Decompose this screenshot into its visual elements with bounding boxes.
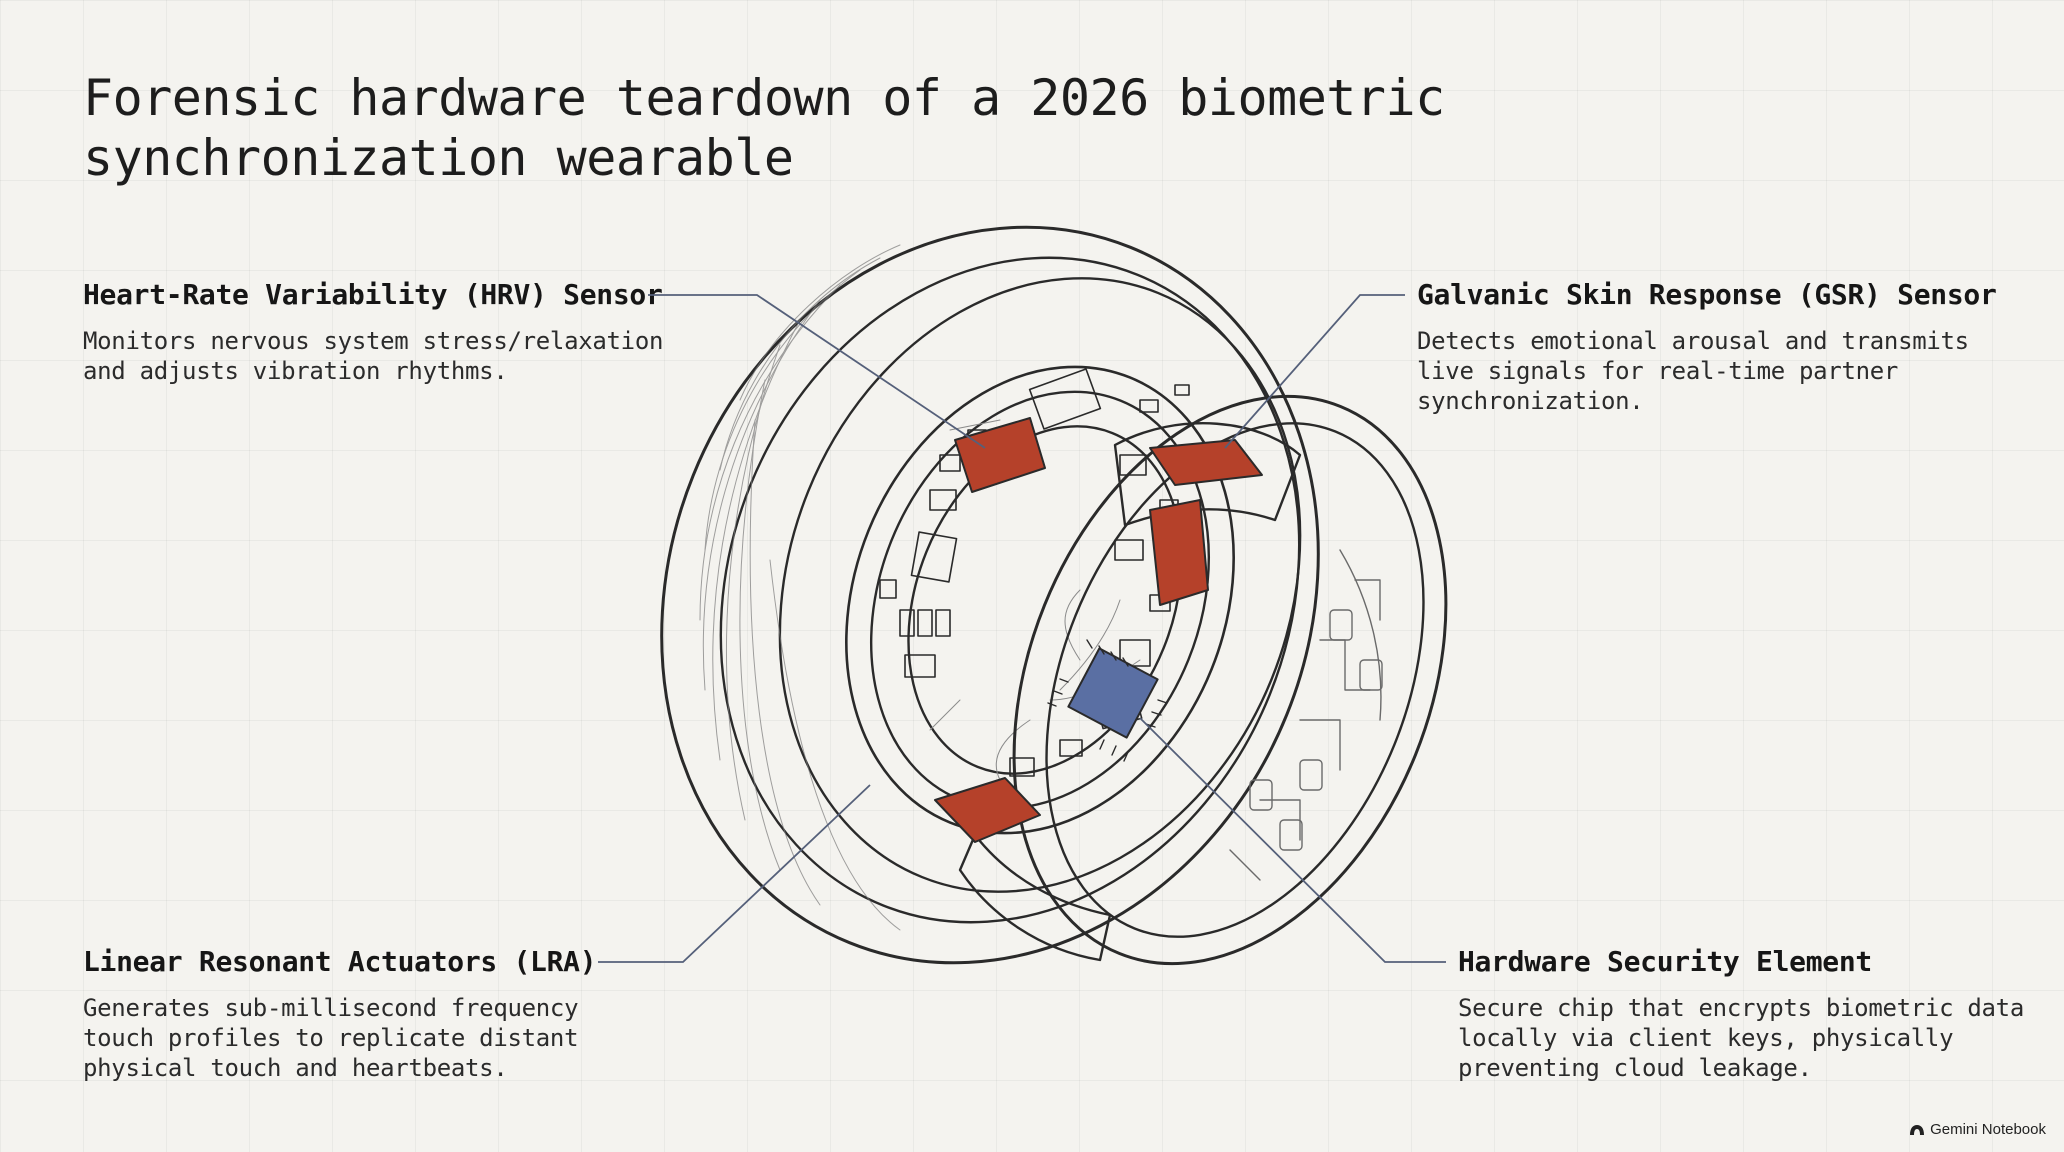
watermark-text: Gemini Notebook xyxy=(1930,1121,2046,1138)
callout-gsr-heading: Galvanic Skin Response (GSR) Sensor xyxy=(1417,278,1997,311)
gemini-notebook-icon xyxy=(1910,1124,1925,1135)
inner-pcb-ring xyxy=(845,365,1235,835)
callout-hse-body: Secure chip that encrypts biometric data… xyxy=(1458,994,2024,1082)
callout-gsr-body: Detects emotional arousal and transmits … xyxy=(1417,327,1969,415)
hrv-sensor-pad xyxy=(954,417,1046,493)
callout-hrv-sensor: Heart-Rate Variability (HRV) Sensor Moni… xyxy=(83,278,683,386)
gsr-sensor-pad xyxy=(1149,439,1263,606)
leader-lines xyxy=(598,294,1446,963)
leader-gsr xyxy=(1224,294,1405,449)
callout-hrv-body: Monitors nervous system stress/relaxatio… xyxy=(83,327,664,385)
leader-lra xyxy=(598,784,871,963)
page-title: Forensic hardware teardown of a 2026 bio… xyxy=(83,69,1445,187)
leader-hrv xyxy=(648,294,986,449)
callout-lra-body: Generates sub-millisecond frequency touc… xyxy=(83,994,579,1082)
callout-hrv-heading: Heart-Rate Variability (HRV) Sensor xyxy=(83,278,663,311)
callout-hardware-security: Hardware Security Element Secure chip th… xyxy=(1458,945,2028,1083)
secure-element-chip xyxy=(1047,639,1168,762)
leader-hse xyxy=(1139,717,1446,963)
callout-gsr-sensor: Galvanic Skin Response (GSR) Sensor Dete… xyxy=(1417,278,2017,416)
outer-ring-shell xyxy=(660,225,1320,965)
callout-lra-heading: Linear Resonant Actuators (LRA) xyxy=(83,945,597,978)
lra-actuator-pad xyxy=(934,777,1041,843)
callout-hse-heading: Hardware Security Element xyxy=(1458,945,1872,978)
watermark: Gemini Notebook xyxy=(1909,1121,2046,1138)
callout-lra-actuators: Linear Resonant Actuators (LRA) Generate… xyxy=(83,945,643,1083)
